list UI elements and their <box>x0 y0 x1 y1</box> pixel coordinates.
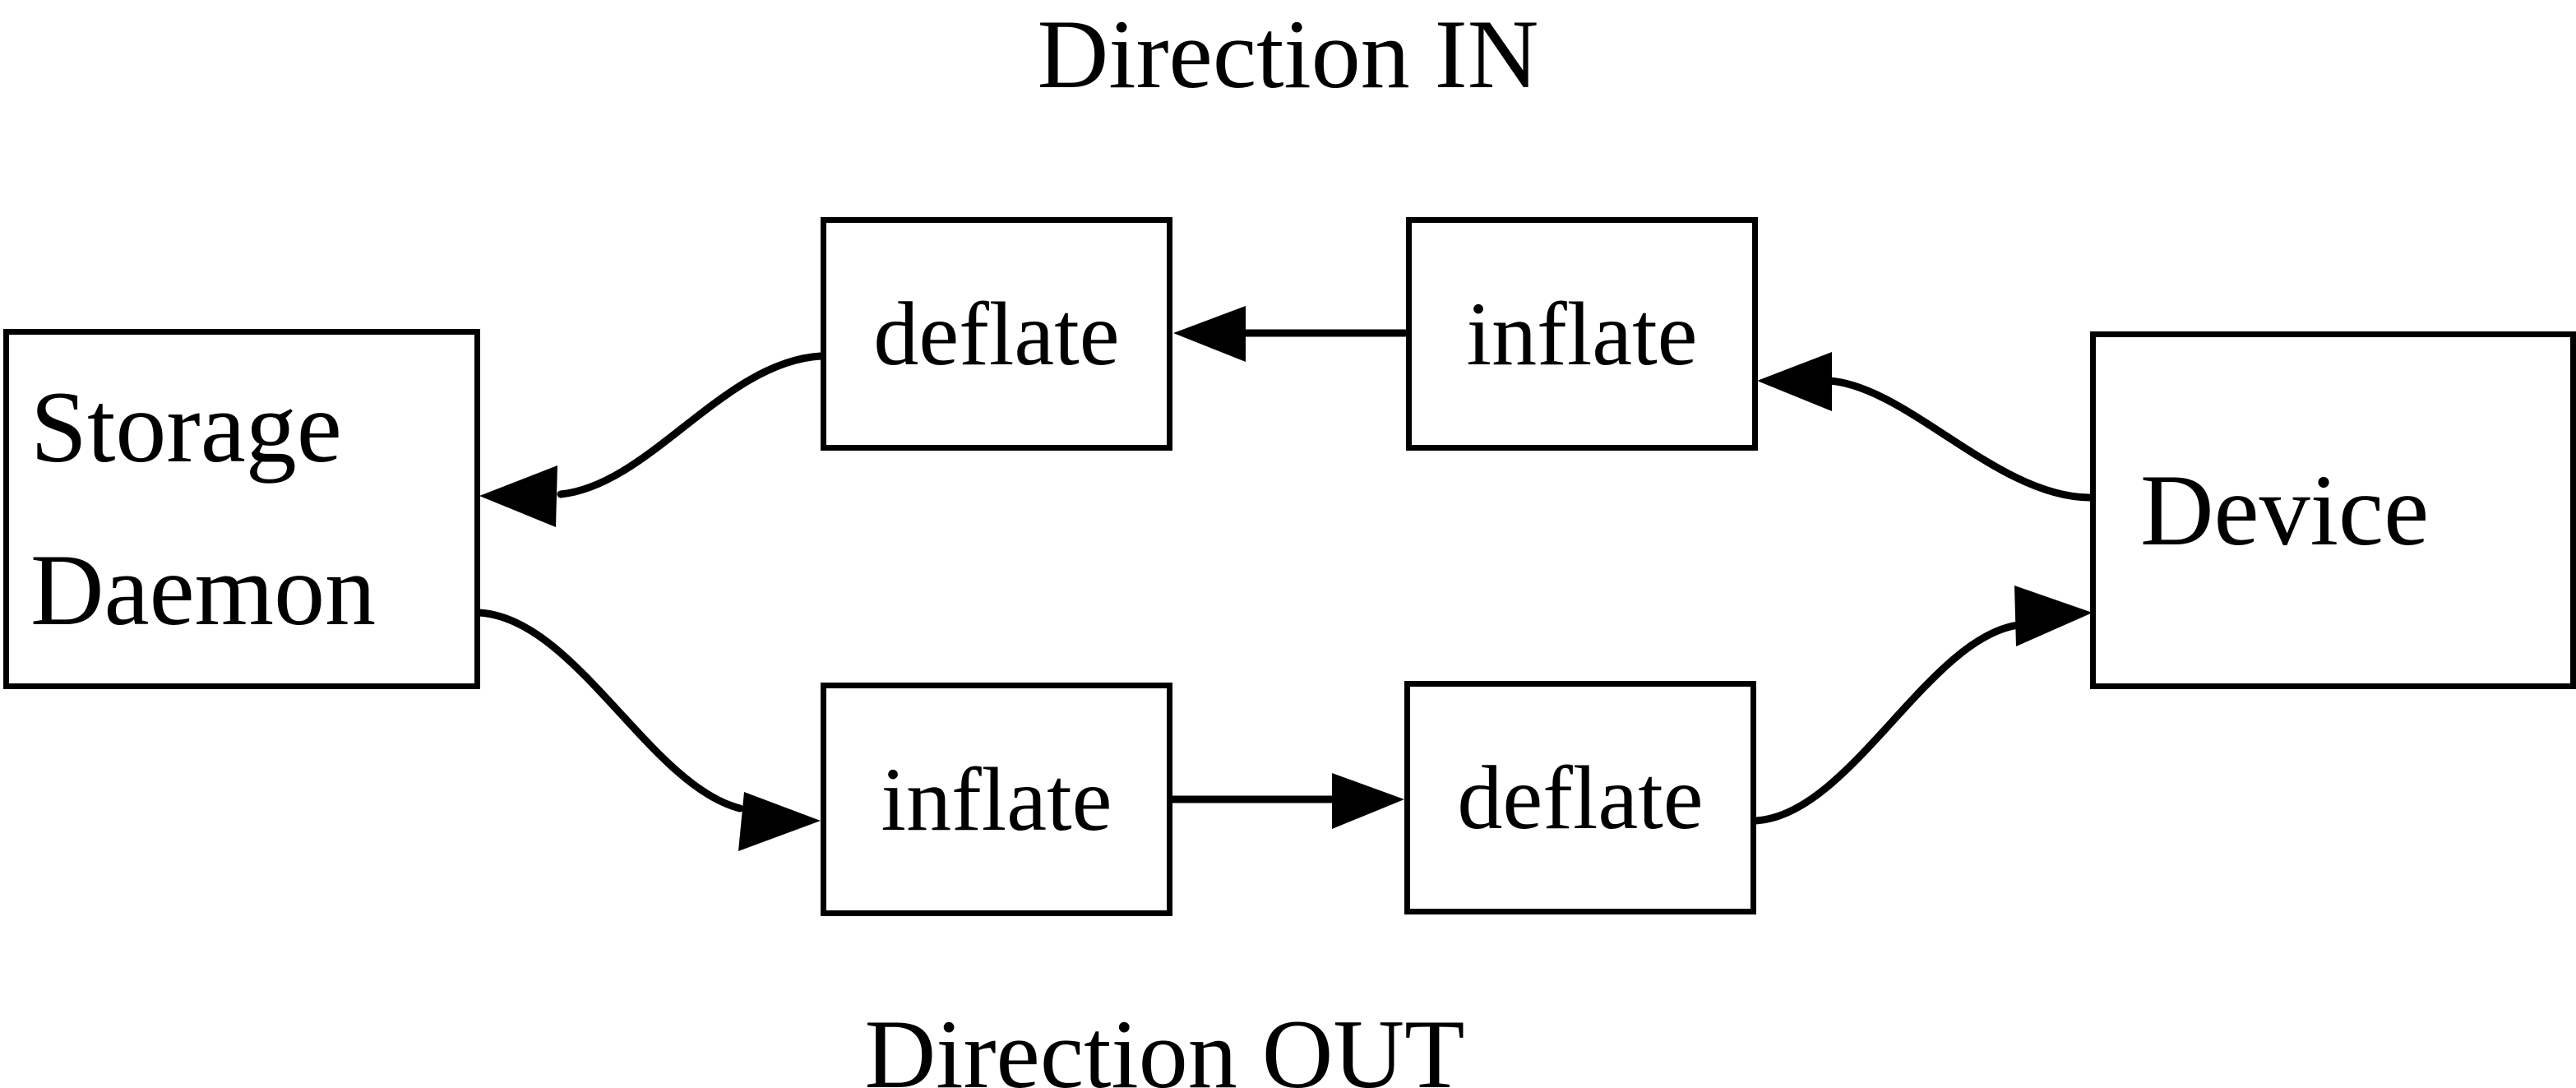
node-inflate-out[interactable]: inflate <box>821 683 1172 916</box>
node-deflate-out[interactable]: deflate <box>1404 681 1756 914</box>
direction-out-text: Direction OUT <box>864 999 1465 1088</box>
node-inflate-in-label: inflate <box>1466 284 1698 384</box>
edge-inflate-in-to-deflate-in <box>1173 306 1406 362</box>
direction-out-label: Direction OUT <box>0 1005 2576 1088</box>
node-deflate-in-label: deflate <box>873 284 1120 384</box>
node-device-label: Device <box>2140 453 2430 567</box>
node-storage-daemon[interactable]: Storage Daemon <box>3 329 480 689</box>
node-device[interactable]: Device <box>2090 331 2576 689</box>
edge-deflate-out-to-device <box>1751 586 2093 825</box>
edge-inflate-out-to-deflate-out <box>1172 773 1404 829</box>
node-storage-daemon-line1: Storage <box>30 371 342 484</box>
node-deflate-out-label: deflate <box>1457 748 1704 848</box>
node-storage-daemon-line2: Daemon <box>30 534 377 646</box>
node-inflate-in[interactable]: inflate <box>1406 217 1758 451</box>
edge-deflate-in-to-storage <box>479 352 825 527</box>
node-deflate-in[interactable]: deflate <box>821 217 1172 451</box>
direction-in-text: Direction IN <box>1037 0 1539 109</box>
edge-storage-to-inflate-out <box>475 609 821 851</box>
node-inflate-out-label: inflate <box>881 749 1112 850</box>
direction-in-label: Direction IN <box>0 5 2576 104</box>
edge-device-to-inflate-in <box>1757 352 2094 502</box>
